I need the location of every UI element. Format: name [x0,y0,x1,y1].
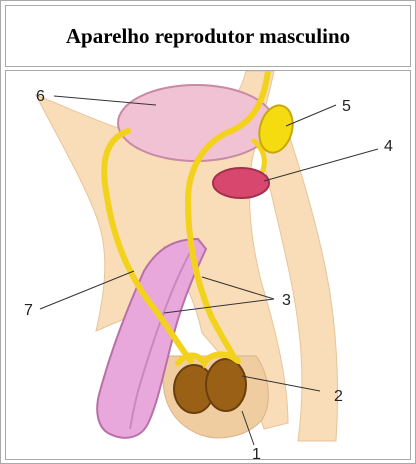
right-testis [206,359,246,411]
label-4: 4 [384,138,393,155]
label-3: 3 [282,292,291,309]
label-5: 5 [342,98,351,115]
label-6: 6 [36,88,45,105]
title-cell: Aparelho reprodutor masculino [5,5,411,67]
bladder [118,85,274,161]
prostate [213,168,269,198]
diagram-title: Aparelho reprodutor masculino [66,24,350,49]
reproductive-system-illustration: 1 2 3 4 5 6 7 [6,71,410,459]
label-2: 2 [334,388,343,405]
leader-line-5 [286,105,336,126]
diagram-image: 1 2 3 4 5 6 7 [5,70,411,460]
label-7: 7 [24,302,33,319]
label-1: 1 [252,446,261,459]
